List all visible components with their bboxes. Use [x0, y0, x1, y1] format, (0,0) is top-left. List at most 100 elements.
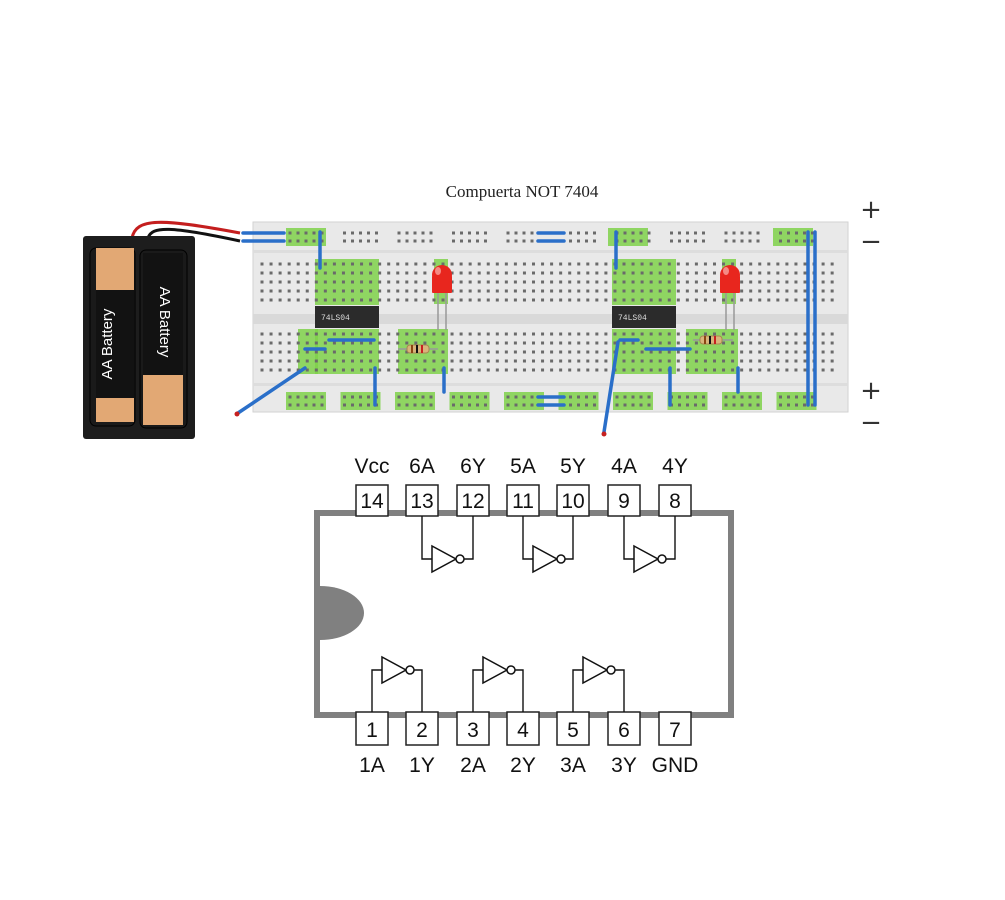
pin-7-number: 7	[669, 719, 681, 742]
breadboard-hole	[341, 280, 345, 284]
breadboard-hole	[459, 332, 463, 336]
breadboard-hole	[713, 368, 716, 372]
battery-1-label: AA Battery	[99, 308, 116, 379]
breadboard-hole	[595, 368, 599, 372]
breadboard-hole	[450, 298, 454, 302]
breadboard-hole	[550, 341, 554, 345]
resistor-right-band-2	[709, 336, 711, 344]
breadboard-hole	[803, 332, 807, 336]
breadboard-hole	[639, 395, 643, 399]
breadboard-hole	[740, 239, 744, 243]
breadboard-hole	[287, 271, 291, 275]
breadboard-hole	[568, 368, 572, 372]
breadboard-hole	[486, 350, 490, 354]
breadboard-hole	[341, 289, 345, 293]
ic-notch	[320, 586, 364, 640]
gate-2-triangle	[482, 655, 509, 685]
breadboard-hole	[749, 359, 753, 363]
breadboard-hole	[532, 289, 535, 293]
breadboard-hole	[667, 341, 671, 345]
breadboard-hole	[577, 289, 581, 293]
breadboard-hole	[323, 350, 327, 354]
breadboard-hole	[649, 341, 653, 345]
pin-1-box	[355, 711, 389, 746]
breadboard-hole	[577, 350, 581, 354]
breadboard-hole	[577, 341, 581, 345]
breadboard-hole	[595, 341, 599, 345]
breadboard-hole	[595, 289, 599, 293]
breadboard-hole	[423, 332, 427, 336]
breadboard-hole	[604, 332, 608, 336]
breadboard-hole	[260, 341, 264, 345]
breadboard-hole	[767, 332, 771, 336]
breadboard-hole	[468, 341, 472, 345]
breadboard-hole	[586, 350, 590, 354]
breadboard-hole	[559, 289, 563, 293]
battery-pack: AA Battery AA Battery	[83, 220, 241, 439]
breadboard-hole	[676, 280, 680, 284]
breadboard-hole	[640, 280, 644, 284]
breadboard-hole	[685, 280, 689, 284]
breadboard-hole	[803, 395, 806, 399]
breadboard-hole	[740, 350, 744, 354]
breadboard-hole	[685, 368, 689, 372]
breadboard-hole	[312, 403, 316, 407]
breadboard-hole	[387, 341, 391, 345]
breadboard-hole	[460, 239, 463, 243]
breadboard-hole	[767, 289, 771, 293]
breadboard-hole	[441, 359, 445, 363]
breadboard-hole	[532, 341, 535, 345]
breadboard-hole	[323, 262, 327, 266]
pin-13-name: 6A	[409, 455, 435, 478]
breadboard-hole	[749, 271, 753, 275]
breadboard-hole	[532, 298, 535, 302]
breadboard-hole	[260, 289, 264, 293]
breadboard-hole	[341, 332, 345, 336]
breadboard-hole	[421, 239, 425, 243]
breadboard-hole	[305, 341, 309, 345]
breadboard-hole	[593, 395, 596, 399]
breadboard-hole	[260, 298, 264, 302]
breadboard-hole	[785, 298, 789, 302]
breadboard-hole	[468, 395, 471, 399]
breadboard-hole	[477, 280, 481, 284]
pin-4-box	[506, 711, 540, 746]
breadboard-hole	[314, 298, 318, 302]
breadboard-hole	[314, 271, 318, 275]
breadboard-hole	[724, 395, 728, 399]
breadboard-hole	[550, 262, 554, 266]
breadboard-hole	[685, 332, 689, 336]
breadboard-hole	[396, 262, 400, 266]
breadboard-hole	[767, 271, 771, 275]
breadboard-hole	[640, 341, 644, 345]
pin-3-number: 3	[467, 719, 479, 742]
breadboard-hole	[441, 332, 445, 336]
plus-rail-sign-bottom: +	[860, 376, 882, 406]
rail-highlight-bottom	[340, 392, 381, 410]
breadboard-hole	[450, 368, 454, 372]
breadboard-hole	[794, 298, 798, 302]
breadboard-hole	[622, 289, 626, 293]
breadboard-hole	[694, 289, 698, 293]
breadboard-hole	[703, 280, 707, 284]
breadboard-hole	[495, 368, 499, 372]
breadboard-hole	[713, 271, 716, 275]
breadboard-hole	[740, 368, 744, 372]
breadboard-hole	[260, 280, 264, 284]
pin-11-number: 11	[512, 490, 534, 513]
breadboard-hole	[396, 359, 400, 363]
breadboard-hole	[740, 359, 744, 363]
breadboard-hole	[550, 368, 554, 372]
breadboard-hole	[740, 271, 744, 275]
breadboard-hole	[269, 262, 273, 266]
breadboard-hole	[484, 403, 487, 407]
breadboard-hole	[758, 298, 762, 302]
breadboard-hole	[722, 262, 726, 266]
breadboard-hole	[387, 359, 391, 363]
breadboard-hole	[314, 368, 318, 372]
breadboard-hole	[332, 332, 336, 336]
rail-highlight-bottom	[449, 392, 490, 410]
breadboard-hole	[332, 280, 336, 284]
breadboard-hole	[732, 395, 736, 399]
breadboard-hole	[830, 359, 834, 363]
